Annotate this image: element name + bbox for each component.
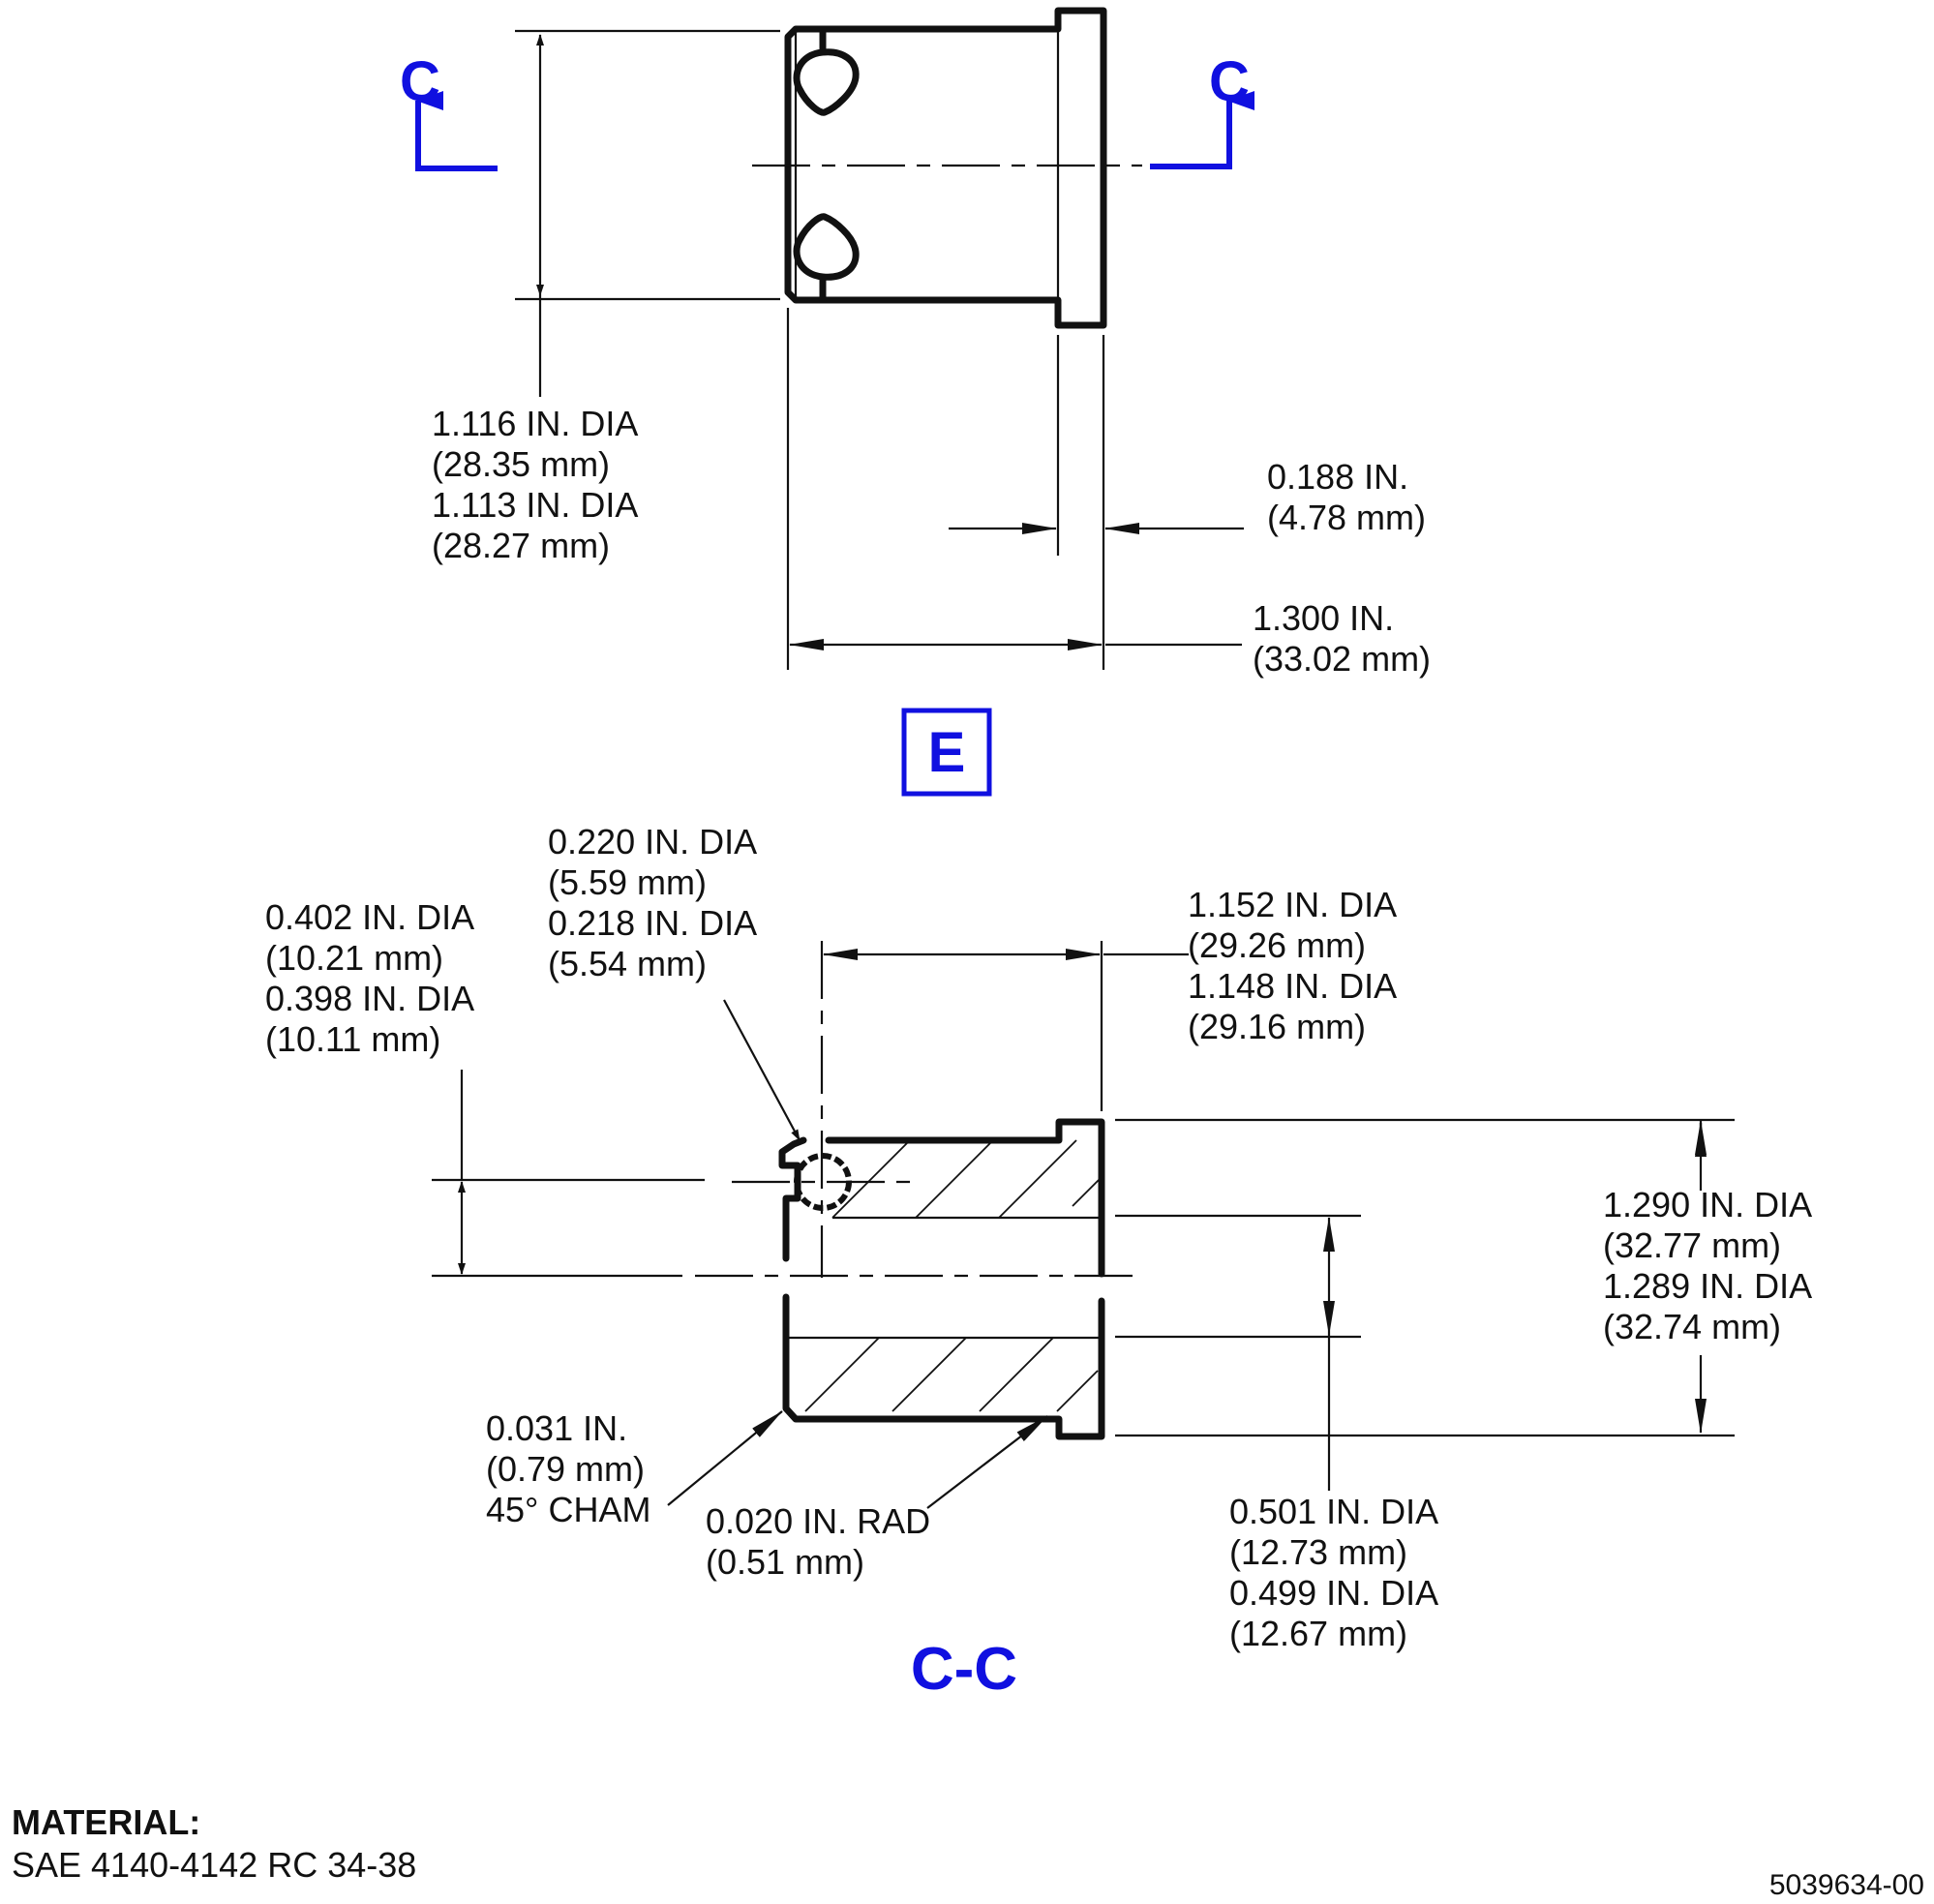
hatch-upper [831,1139,1101,1219]
section-marker-right: C [1150,50,1254,169]
cross-hole-loop-top [793,25,860,116]
material-spec: SAE 4140-4142 RC 34-38 [12,1845,416,1885]
section-title: C-C [911,1636,1017,1703]
flange-dia-label: 1.290 IN. DIA (32.77 mm) 1.289 IN. DIA (… [1603,1185,1820,1346]
radius-label: 0.020 IN. RAD (0.51 mm) [706,1501,940,1582]
chamfer-label: 0.031 IN. (0.79 mm) 45° CHAM [486,1408,654,1529]
pin-outline [784,7,1107,329]
outer-dia-label: 1.116 IN. DIA (28.35 mm) 1.113 IN. DIA (… [432,404,646,565]
cross-hole-dia-label: 0.220 IN. DIA (5.59 mm) 0.218 IN. DIA (5… [548,822,765,983]
cross-hole-leader [723,999,801,1141]
drawing-number: 5039634-00 [1769,1869,1924,1901]
top-view [515,7,1244,670]
cross-hole-loop-bottom [793,213,860,304]
section-view [432,941,1735,1509]
flange-thickness-label: 0.188 IN. (4.78 mm) [1267,457,1426,537]
hatch-lower [804,1337,1099,1412]
section-outline [778,1118,1105,1440]
material-heading: MATERIAL: [12,1802,200,1842]
radius-leader [926,1415,1048,1509]
body-dia-label: 1.152 IN. DIA (29.26 mm) 1.148 IN. DIA (… [1188,885,1405,1046]
section-mark-right: C [1209,50,1250,113]
section-marker-left: C [400,50,498,171]
view-label-box: E [901,708,992,797]
section-mark-left: C [400,50,440,113]
chamfer-leader [667,1410,783,1506]
cross-hole-offset-label: 0.402 IN. DIA (10.21 mm) 0.398 IN. DIA (… [265,897,482,1059]
overall-length-label: 1.300 IN. (33.02 mm) [1253,598,1431,679]
bore-dia-label: 0.501 IN. DIA (12.73 mm) 0.499 IN. DIA (… [1229,1492,1446,1653]
view-label: E [928,721,966,784]
